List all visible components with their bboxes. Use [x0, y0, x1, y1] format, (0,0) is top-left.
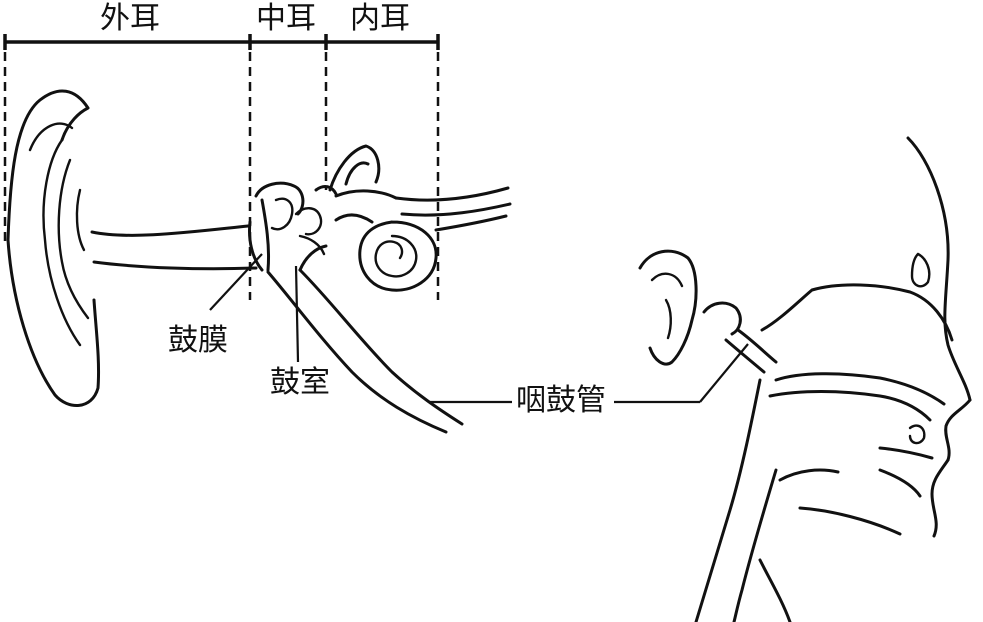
region-bracket — [3, 34, 440, 50]
middle-ear-drawing — [248, 181, 338, 272]
outer-ear-label: 外耳 — [100, 1, 160, 36]
leader-lines — [209, 253, 749, 404]
eardrum-label: 鼓膜 — [168, 323, 228, 358]
middle-ear-label: 中耳 — [256, 1, 316, 36]
inner-ear-label: 内耳 — [350, 1, 410, 36]
head-profile-drawing — [638, 136, 972, 622]
eustachian-tube-label: 咽鼓管 — [516, 383, 606, 418]
tympanic-cavity-label: 鼓室 — [270, 365, 330, 400]
region-dividers — [3, 52, 440, 300]
eustachian-tube-leader-diag — [699, 343, 749, 403]
pinna-drawing — [6, 89, 101, 407]
tympanic-cavity-leader — [294, 265, 300, 363]
ear-canal-drawing — [90, 224, 258, 271]
eustachian-tube-drawing — [266, 244, 464, 434]
eardrum-leader — [209, 253, 263, 311]
inner-ear-drawing — [328, 144, 512, 292]
